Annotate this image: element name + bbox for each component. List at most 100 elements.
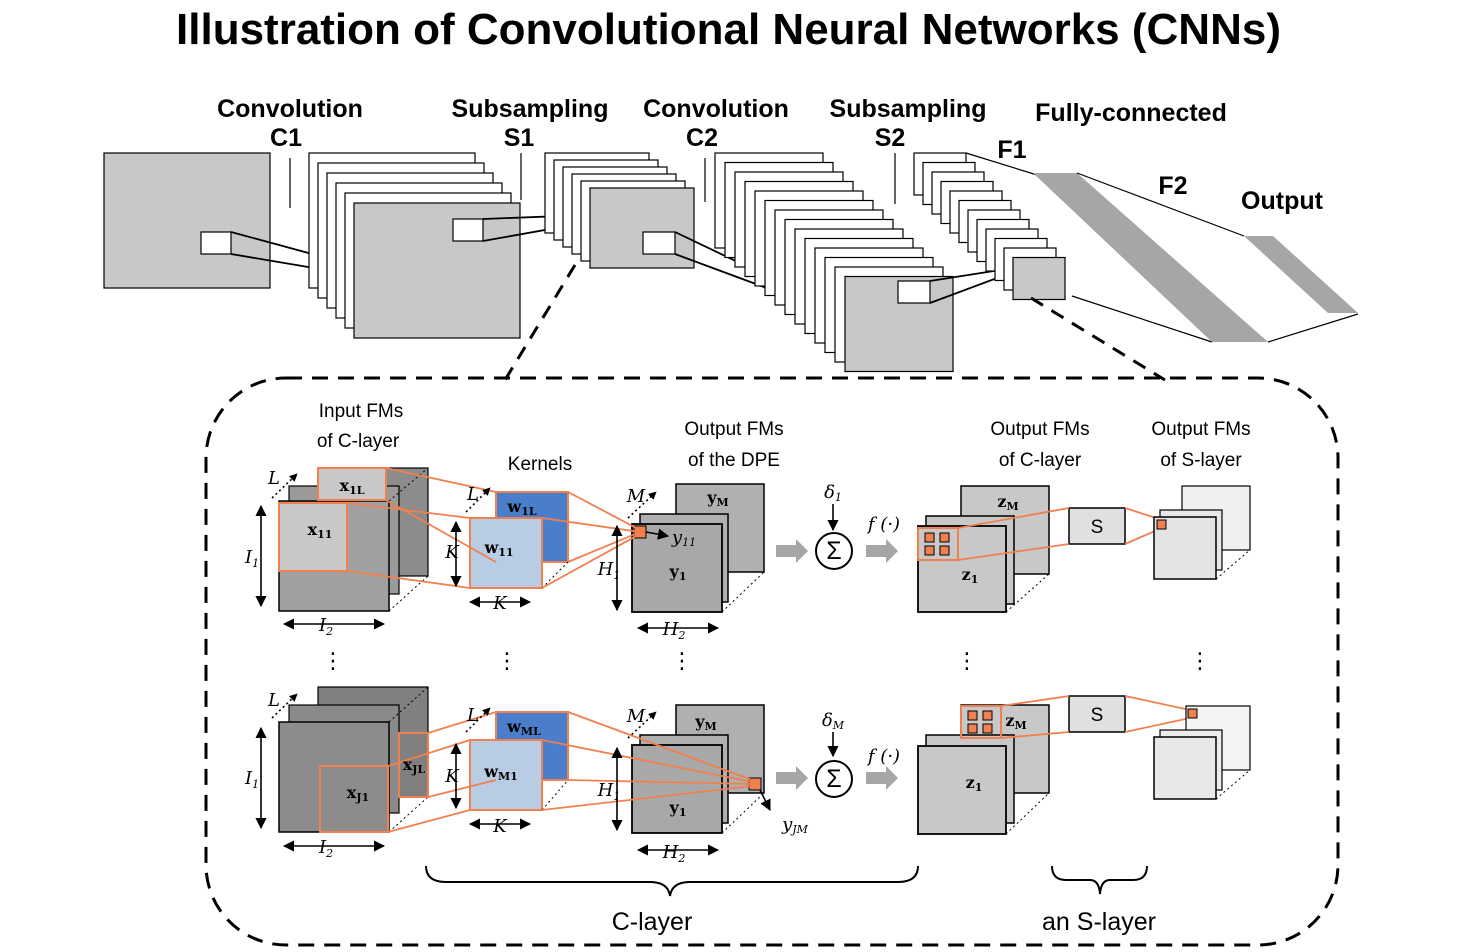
var-x-11: x11: [308, 520, 333, 541]
bottom-H2-label: H2: [662, 842, 686, 865]
bottom-sum-circle: [815, 760, 853, 798]
s1-feature-maps: [544, 152, 881, 331]
c1-feature-maps-receptive-field: [452, 218, 484, 242]
output-s-label-1: Output FMs: [1151, 419, 1250, 440]
var-x-JL: xJL: [403, 755, 426, 776]
bottom-row-connection-lines: [387, 711, 753, 833]
bottom-s-box: [1068, 695, 1126, 733]
top-row-kernels: [469, 491, 569, 589]
c1-feature-maps: [308, 152, 641, 339]
ellipsis-1: ⋮: [322, 649, 344, 674]
layer-name-4: Fully-connected: [1035, 99, 1227, 127]
detail-view: Input FMs of C-layer Kernels Output FMs …: [244, 401, 1251, 936]
ellipsis-3: ⋮: [671, 649, 693, 674]
top-arrow-to-activation: [866, 539, 898, 563]
detail-frame: [204, 376, 1340, 947]
bottom-M-label: M: [626, 706, 646, 727]
layer-code-4: F1: [997, 136, 1026, 164]
s2-feature-maps: [913, 152, 1066, 301]
input-fms-label-1: Input FMs: [319, 401, 403, 422]
var-w-1L: w1L: [506, 497, 536, 518]
layer-code-1: S1: [504, 124, 535, 152]
var-y-JM: yJM: [781, 814, 809, 836]
bottom-row-c-outputs: [917, 704, 1050, 835]
layer-name-2: Convolution: [643, 95, 789, 123]
top-s-box-label: S: [1091, 517, 1104, 538]
bottom-I2-label: I2: [318, 837, 333, 860]
top-row-dimension-arrows: [255, 473, 839, 634]
bottom-s-box-label: S: [1091, 705, 1104, 726]
var-w-M1: wM1: [483, 762, 518, 783]
var-delta-1: δ1: [824, 482, 842, 504]
layer-name-0: Convolution: [217, 95, 363, 123]
c-layer-bracket: [425, 865, 919, 897]
top-activation-label: f (·): [866, 514, 900, 535]
var-y-M-top: yM: [706, 488, 728, 509]
bottom-I1-label: I1: [244, 768, 259, 791]
bottom-row-input-stack: [278, 686, 429, 833]
overview-network: Convolution C1 Subsampling S1 Convolutio…: [103, 95, 1359, 373]
top-I1-label: I1: [244, 547, 259, 570]
s-layer-label: an S-layer: [1042, 908, 1156, 936]
var-y-1-top: y1: [669, 562, 687, 583]
layer-name-3: Subsampling: [830, 95, 987, 123]
c1-feature-maps-map-5: [353, 202, 521, 339]
layer-code-0: C1: [270, 124, 302, 152]
var-z-1-top: z1: [962, 565, 979, 586]
c2-feature-maps-receptive-field: [897, 280, 931, 304]
s2-feature-maps-map-11: [1012, 256, 1066, 301]
input-fms-label-2: of C-layer: [317, 431, 400, 452]
top-s-box: [1068, 507, 1126, 545]
page-title: Illustration of Convolutional Neural Net…: [176, 5, 1281, 54]
layer-name-6: Output: [1241, 187, 1324, 215]
top-kernel-K-label: K: [444, 542, 460, 563]
top-H2-label: H2: [662, 619, 686, 642]
layer-code-3: S2: [875, 124, 906, 152]
output-dpe-label-1: Output FMs: [684, 419, 783, 440]
var-delta-M: δM: [822, 710, 845, 732]
top-M-label: M: [626, 486, 646, 507]
bottom-row-dpe-outputs: [631, 704, 765, 834]
output-s-label-2: of S-layer: [1160, 450, 1242, 471]
top-row-dpe-outputs: [631, 483, 765, 613]
bottom-activation-label: f (·): [866, 746, 900, 767]
top-sum-symbol: Σ: [826, 537, 841, 565]
bottom-row-kernels: [469, 711, 569, 811]
c2-feature-maps: [714, 152, 1033, 373]
var-x-J1: xJ1: [347, 783, 369, 804]
top-kernel-L-label: L: [466, 484, 479, 505]
top-row-s-outputs: [1153, 485, 1251, 580]
layer-code-2: C2: [686, 124, 718, 152]
bottom-row-dimension-arrows: [255, 693, 839, 856]
bottom-arrow-to-activation: [866, 766, 898, 790]
output-c-label-2: of C-layer: [999, 450, 1082, 471]
bottom-kernel-K2-label: K: [492, 816, 508, 837]
bottom-kernel-L-label: L: [466, 705, 479, 726]
s-layer-bracket: [1051, 865, 1148, 895]
bottom-L-label: L: [267, 690, 280, 711]
var-z-M-bottom: zM: [1005, 711, 1026, 732]
zoom-line-right: [1030, 296, 1166, 382]
s1-feature-maps-receptive-field: [642, 231, 676, 255]
var-x-1L: x1L: [340, 476, 365, 497]
var-y-1-bottom: y1: [669, 798, 687, 819]
bottom-sum-symbol: Σ: [826, 765, 841, 793]
top-L-label: L: [267, 468, 280, 489]
bottom-arrow-to-sum: [776, 766, 808, 790]
top-sum-circle: [815, 532, 853, 570]
top-arrow-to-sum: [776, 539, 808, 563]
bottom-row-s-outputs: [1153, 705, 1251, 800]
bottom-kernel-K-label: K: [444, 766, 460, 787]
top-kernel-K2-label: K: [492, 593, 508, 614]
layer-name-1: Subsampling: [452, 95, 609, 123]
output-dpe-label-2: of the DPE: [688, 450, 780, 471]
ellipsis-5: ⋮: [1189, 649, 1211, 674]
ellipsis-2: ⋮: [496, 649, 518, 674]
var-z-M-top: zM: [997, 492, 1018, 513]
top-row-input-stack: [278, 467, 429, 612]
output-c-label-1: Output FMs: [990, 419, 1089, 440]
bottom-H1-label: H1: [597, 780, 621, 803]
top-I2-label: I2: [318, 615, 333, 638]
var-z-1-bottom: z1: [966, 773, 983, 794]
